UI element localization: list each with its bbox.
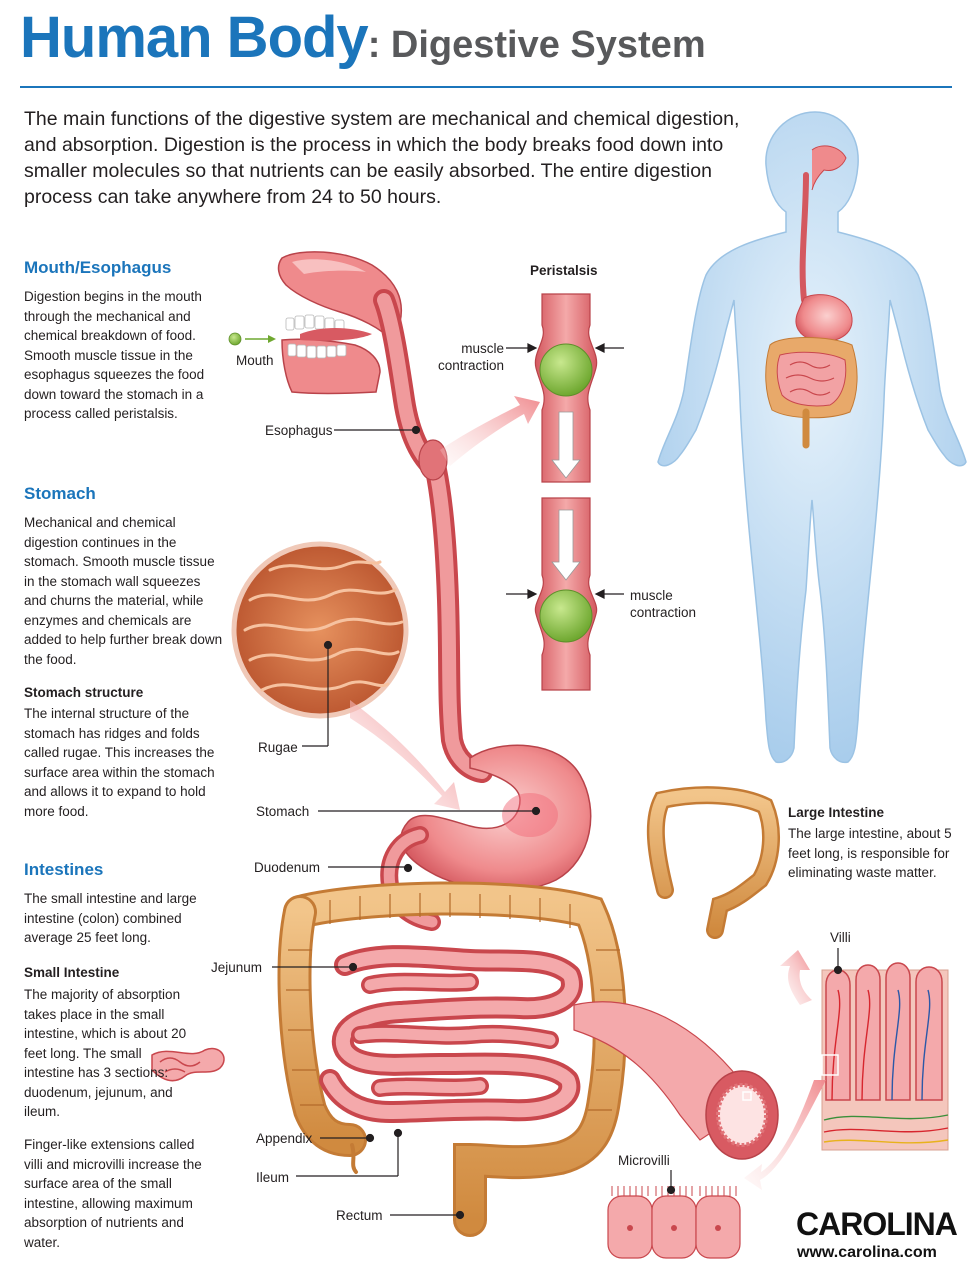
section-heading-mouth: Mouth/Esophagus — [24, 258, 172, 277]
carolina-url[interactable]: www.carolina.com — [797, 1244, 937, 1261]
label-duodenum: Duodenum — [254, 860, 321, 875]
food-bolus-icon — [228, 332, 276, 346]
carolina-logo: CAROLINA — [796, 1206, 958, 1242]
peristalsis-diagram — [440, 293, 624, 691]
page-title-sub: : Digestive System — [367, 24, 706, 66]
section-heading-intestines: Intestines — [24, 860, 104, 879]
label-appendix: Appendix — [256, 1131, 313, 1146]
label-esophagus: Esophagus — [265, 423, 333, 438]
label-jejunum: Jejunum — [211, 960, 263, 975]
leader-lines — [272, 425, 843, 1220]
text-small-intestine: The majority of absorption takes place i… — [24, 987, 187, 1119]
intro-paragraph: The main functions of the digestive syst… — [24, 108, 740, 208]
label-muscle-contraction-bottom: muscle contraction — [630, 588, 697, 620]
subheading-large-intestine: Large Intestine — [788, 805, 885, 820]
section-text-stomach: Mechanical and chemical digestion contin… — [24, 515, 223, 667]
label-rugae: Rugae — [258, 740, 298, 755]
human-body-silhouette — [657, 111, 967, 764]
label-peristalsis: Peristalsis — [530, 263, 598, 278]
subheading-small-intestine: Small Intestine — [24, 965, 120, 980]
section-text-intestines: The small intestine and large intestine … — [24, 891, 197, 945]
label-rectum: Rectum — [336, 1208, 383, 1223]
label-mouth: Mouth — [236, 353, 274, 368]
label-ileum: Ileum — [256, 1170, 290, 1185]
text-stomach-structure: The internal structure of the stomach ha… — [24, 706, 215, 819]
title-divider — [20, 86, 952, 88]
villi-closeup — [573, 950, 949, 1259]
label-villi: Villi — [830, 930, 851, 945]
page-title: Human Body: Digestive System — [20, 4, 706, 71]
page-title-main: Human Body — [20, 5, 369, 70]
text-large-intestine: The large intestine, about 5 feet long, … — [788, 826, 952, 880]
label-microvilli: Microvilli — [618, 1153, 670, 1168]
subheading-stomach-structure: Stomach structure — [24, 685, 144, 700]
label-stomach: Stomach — [256, 804, 310, 819]
rugae-closeup — [231, 541, 460, 810]
text-villi: Finger-like extensions called villi and … — [24, 1137, 202, 1250]
section-text-mouth: Digestion begins in the mouth through th… — [24, 289, 205, 421]
section-heading-stomach: Stomach — [24, 484, 96, 503]
label-muscle-contraction-top: muscle contraction — [437, 341, 504, 373]
